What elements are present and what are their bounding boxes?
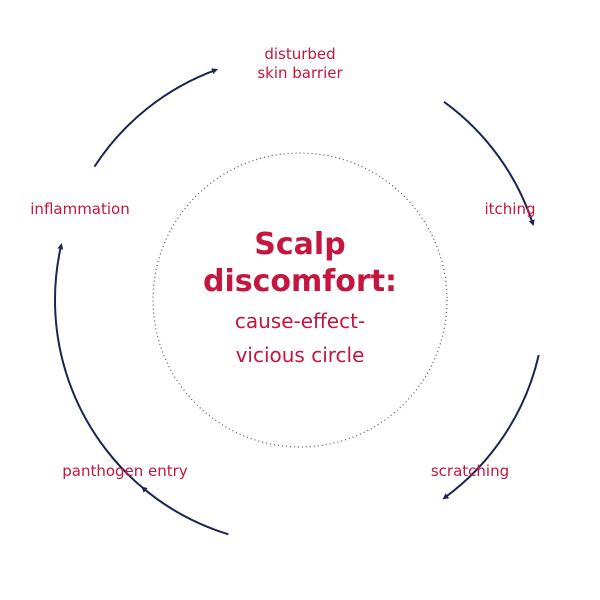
center-subtitle: cause-effect- vicious circle [165, 304, 435, 372]
cycle-arrow-panthogen-entry-to-inflammation [54, 243, 147, 492]
stage-label-line: panthogen entry [62, 462, 188, 480]
stage-label-line: scratching [430, 462, 510, 480]
cycle-arrow-scratching-to-panthogen-entry [141, 486, 229, 536]
center-text: Scalp discomfort: cause-effect- vicious … [165, 226, 435, 372]
center-title-line: discomfort: [202, 264, 398, 299]
stage-label-inflammation: inflammation [15, 200, 145, 219]
center-subtitle-line: cause-effect- [234, 309, 366, 333]
cycle-arrows [54, 68, 540, 536]
center-title: Scalp discomfort: [165, 226, 435, 300]
center-title-line: Scalp [254, 227, 346, 262]
stage-label-line: inflammation [30, 200, 130, 218]
stage-label-itching: itching [460, 200, 560, 219]
center-subtitle-line: vicious circle [235, 343, 365, 367]
stage-label-line: skin barrier [257, 64, 343, 82]
inner-dotted-circle [152, 152, 448, 448]
stage-label-line: disturbed [264, 45, 336, 63]
cycle-arrow-inflammation-to-disturbed-skin-barrier [93, 68, 218, 168]
stage-label-panthogen-entry: panthogen entry [40, 462, 210, 481]
cycle-arrow-disturbed-skin-barrier-to-itching [443, 100, 535, 227]
stage-label-line: itching [484, 200, 536, 218]
stage-label-scratching: scratching [410, 462, 530, 481]
cycle-arrow-itching-to-scratching [442, 354, 540, 500]
stage-label-disturbed-skin-barrier: disturbed skin barrier [230, 45, 370, 83]
